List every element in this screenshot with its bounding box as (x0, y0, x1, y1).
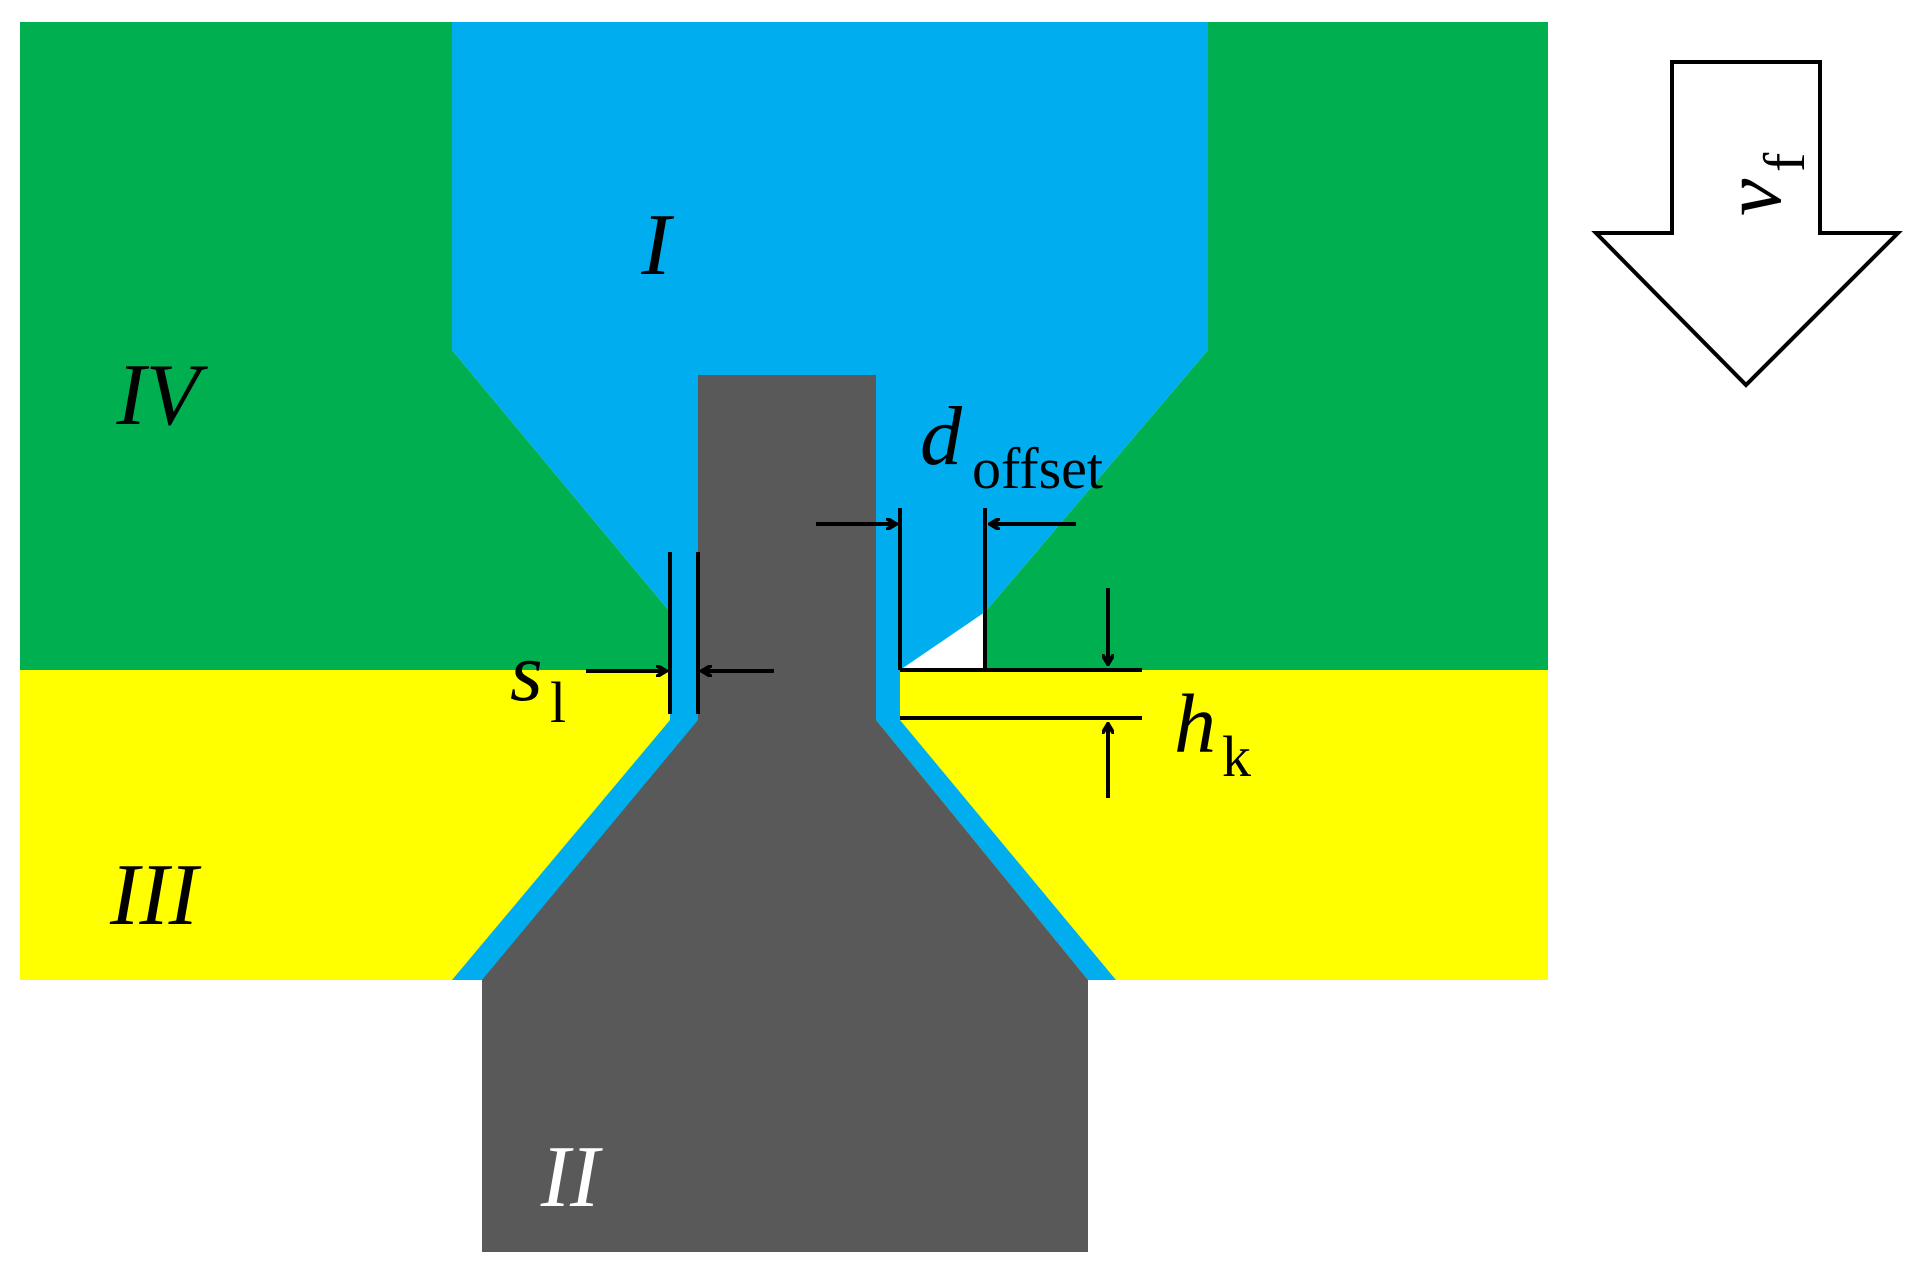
s-l-symbol: s (510, 626, 543, 719)
region-iv-left-wedge (452, 22, 670, 670)
label-d-offset: d offset (920, 390, 1103, 501)
label-h-k: h k (1174, 678, 1251, 789)
region-label-i: I (640, 197, 674, 294)
region-iv-left (20, 22, 452, 670)
region-label-iv: IV (115, 347, 208, 444)
region-ii (482, 375, 1088, 1252)
label-s-l: s l (510, 626, 566, 735)
h-k-subscript: k (1222, 724, 1251, 789)
d-offset-symbol: d (920, 390, 963, 483)
region-label-ii: II (540, 1129, 603, 1226)
region-iv-right-wedge (985, 22, 1208, 670)
h-k-symbol: h (1174, 678, 1216, 771)
d-offset-subscript: offset (972, 436, 1103, 501)
interface-layer-right (876, 450, 1116, 980)
region-i (452, 22, 1208, 720)
label-v-f: v f (1706, 152, 1817, 216)
down-arrow-icon (1591, 60, 1903, 388)
region-iv-right (1208, 22, 1548, 670)
region-label-iii: III (109, 847, 202, 944)
s-l-subscript: l (550, 670, 566, 735)
v-f-symbol: v (1706, 178, 1799, 216)
interface-layer (452, 612, 700, 980)
v-f-subscript: f (1752, 152, 1817, 172)
